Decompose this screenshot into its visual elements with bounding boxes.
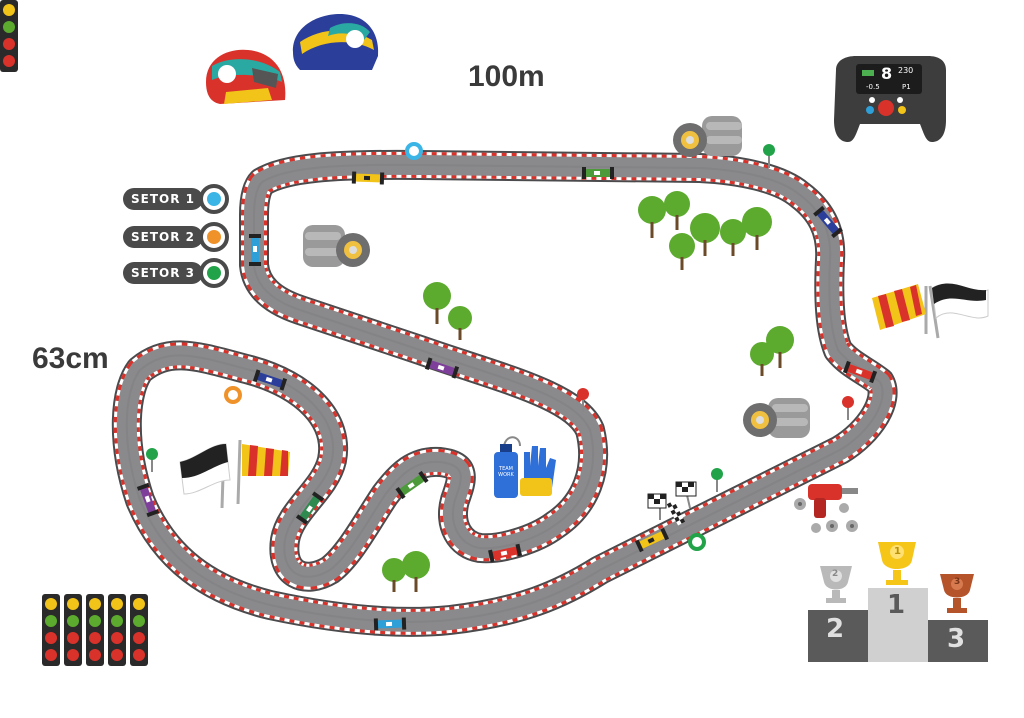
- start-lights-icon: [0, 0, 18, 72]
- striped-flag-icon: [872, 284, 928, 334]
- race-car-icon: [373, 617, 407, 631]
- steering-wheel-icon: [834, 56, 946, 142]
- water-bottle-icon: [494, 436, 521, 498]
- sector-label: SETOR 1: [123, 188, 203, 210]
- sector-label: SETOR 3: [123, 262, 203, 284]
- sector-marker-icon: [224, 142, 706, 551]
- water-bottle-label: TEAM WORK: [498, 466, 514, 478]
- podium-second-number: 2: [826, 614, 845, 644]
- steering-wheel-position: P1: [902, 83, 911, 91]
- steering-wheel-gear: 8: [881, 64, 893, 83]
- width-dimension-label: 100m: [468, 60, 545, 93]
- race-car-icon: [488, 543, 522, 563]
- podium-third-number: 3: [947, 624, 966, 654]
- checkered-flag-icon: [179, 443, 231, 509]
- trophy-icon: [878, 542, 916, 585]
- trophy-first-number: 1: [894, 546, 901, 557]
- striped-flag-icon: [236, 439, 290, 505]
- race-car-icon: [634, 527, 670, 553]
- sector-color-icon: [199, 222, 229, 252]
- sector-color-icon: [199, 258, 229, 288]
- trophy-icon: [820, 566, 852, 603]
- race-car-icon: [582, 167, 614, 179]
- impact-wrench-icon: [794, 484, 858, 533]
- race-car-icon: [395, 470, 429, 500]
- sector-color-icon: [199, 184, 229, 214]
- steering-wheel-speed: 230: [898, 66, 914, 75]
- sector-legend-2: SETOR 2: [123, 222, 229, 252]
- race-car-icon: [249, 234, 261, 266]
- race-car-icon: [295, 491, 325, 525]
- start-lights-icon: [42, 594, 148, 666]
- tree-icon: [382, 191, 794, 582]
- sector-legend-1: SETOR 1: [123, 184, 229, 214]
- race-car-icon: [842, 360, 878, 384]
- trophy-third-number: 3: [954, 577, 961, 587]
- glove-icon: [520, 446, 556, 496]
- tire-stack-icon: [673, 116, 742, 157]
- race-car-icon: [813, 205, 843, 239]
- checkered-flag-icon: [647, 481, 697, 520]
- checkered-flag-icon: [928, 283, 989, 339]
- race-car-icon: [424, 357, 460, 379]
- trophy-second-number: 2: [832, 569, 839, 579]
- helmet-icon: [292, 14, 379, 70]
- sector-label: SETOR 2: [123, 226, 203, 248]
- race-car-icon: [136, 482, 160, 518]
- tire-stack-icon: [303, 225, 370, 267]
- podium: [808, 588, 988, 662]
- podium-first-number: 1: [887, 590, 906, 620]
- height-dimension-label: 63cm: [32, 342, 109, 375]
- tire-stack-icon: [743, 398, 810, 438]
- trophy-icon: [940, 574, 974, 613]
- sector-legend-3: SETOR 3: [123, 258, 229, 288]
- helmet-icon: [206, 49, 286, 104]
- race-car-icon: [252, 369, 288, 391]
- steering-wheel-delta: -0.5: [866, 83, 880, 91]
- race-car-icon: [351, 171, 385, 185]
- sign-post-icon: [146, 144, 854, 492]
